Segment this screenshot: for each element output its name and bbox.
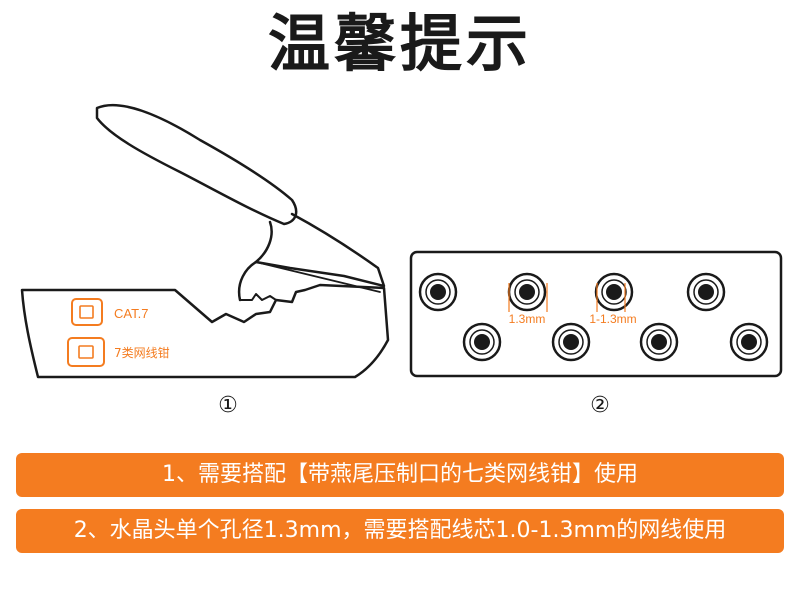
page-title: 温馨提示	[267, 7, 532, 80]
tool-jaw-inner	[237, 260, 258, 302]
tool-upper-handle	[95, 103, 298, 226]
connector-hole-inner-ring	[601, 279, 627, 305]
label-icon-box-2	[67, 337, 105, 367]
illustration-area: CAT.7 7类网线钳 ① 1.3mm 1-1.3mm ②	[20, 103, 783, 418]
connector-hole-pin	[606, 284, 622, 300]
tool-crimp-teeth	[239, 293, 277, 301]
connector-hole-inner-ring	[736, 329, 762, 355]
note-banner-2: 2、水晶头单个孔径1.3mm，需要搭配线芯1.0-1.3mm的网线使用	[16, 509, 784, 553]
label-icon-inner-1	[79, 305, 94, 319]
connector-hole-pin	[519, 284, 535, 300]
connector-hole-pin	[651, 334, 667, 350]
note-banner-1: 1、需要搭配【带燕尾压制口的七类网线钳】使用	[16, 453, 784, 497]
label-icon-box-1	[71, 298, 103, 326]
hole-size-label: 1.3mm	[509, 312, 546, 326]
connector-hole-pin	[563, 334, 579, 350]
connector-hole-inner-ring	[693, 279, 719, 305]
connector-face-illustration: 1.3mm 1-1.3mm	[409, 250, 783, 378]
tool-ridge-line	[255, 261, 381, 293]
connector-face-outline	[409, 250, 783, 378]
wire-size-label: 1-1.3mm	[589, 312, 636, 326]
connector-hole-inner-ring	[469, 329, 495, 355]
label-icon-inner-2	[78, 345, 94, 359]
connector-hole-inner-ring	[558, 329, 584, 355]
label-cat7-tool: 7类网线钳	[114, 346, 170, 360]
connector-hole-inner-ring	[514, 279, 540, 305]
tool-upper-jaw	[254, 212, 386, 288]
tool-lower-body	[20, 283, 390, 379]
connector-hole-pin	[698, 284, 714, 300]
crimping-tool-illustration	[20, 103, 390, 379]
connector-hole-inner-ring	[425, 279, 451, 305]
hole-dimension-marker-1	[508, 283, 548, 312]
connector-hole-inner-ring	[646, 329, 672, 355]
connector-holes	[418, 272, 769, 362]
connector-hole-pin	[741, 334, 757, 350]
connector-hole-pin	[474, 334, 490, 350]
hole-dimension-marker-2	[596, 283, 626, 312]
label-cat7: CAT.7	[114, 306, 148, 321]
tool-labels: CAT.7 7类网线钳	[67, 298, 170, 367]
connector-hole-pin	[430, 284, 446, 300]
figure-number-2: ②	[590, 393, 610, 418]
figure-number-1: ①	[218, 393, 238, 418]
